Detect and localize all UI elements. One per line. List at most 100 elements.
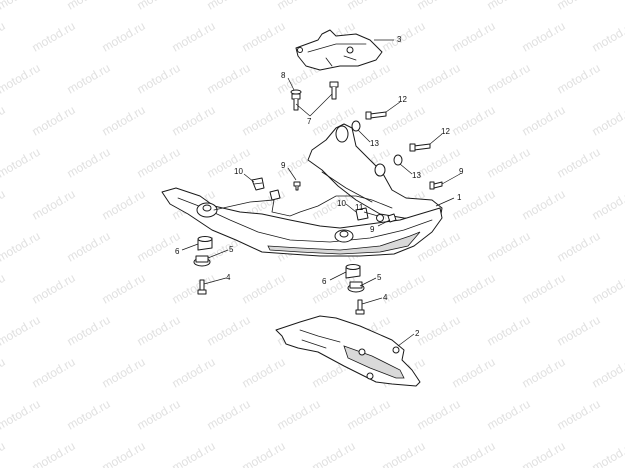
part-10-clip-center: [269, 189, 281, 201]
watermark-text: motod.ru: [485, 0, 533, 13]
callout-9-left: 9: [281, 161, 286, 170]
watermark-text: motod.ru: [100, 19, 148, 55]
watermark-text: motod.ru: [450, 271, 498, 307]
watermark-text: motod.ru: [100, 439, 148, 468]
watermark-text: motod.ru: [240, 19, 288, 55]
watermark-text: motod.ru: [0, 0, 43, 13]
part-4-bolt-right: [355, 299, 365, 315]
part-6-grommet-right: [345, 264, 361, 279]
callout-1: 1: [457, 193, 462, 202]
part-8-washer: [290, 89, 302, 95]
watermark-text: motod.ru: [415, 145, 463, 181]
watermark-text: motod.ru: [170, 103, 218, 139]
watermark-text: motod.ru: [520, 439, 568, 468]
part-4-bolt-left: [197, 279, 207, 295]
callout-2: 2: [415, 329, 420, 338]
watermark-text: motod.ru: [0, 103, 8, 139]
watermark-text: motod.ru: [310, 439, 358, 468]
part-5-collar-left: [193, 255, 211, 267]
watermark-text: motod.ru: [415, 0, 463, 13]
watermark-text: motod.ru: [415, 397, 463, 433]
watermark-text: motod.ru: [30, 439, 78, 468]
watermark-text: motod.ru: [65, 229, 113, 265]
watermark-text: motod.ru: [0, 145, 43, 181]
part-1-belly-pan: [161, 123, 443, 257]
watermark-text: motod.ru: [100, 103, 148, 139]
watermark-text: motod.ru: [0, 355, 8, 391]
callout-7: 7: [307, 117, 312, 126]
callout-8: 8: [281, 71, 286, 80]
watermark-text: motod.ru: [590, 271, 625, 307]
watermark-text: motod.ru: [590, 103, 625, 139]
watermark-text: motod.ru: [520, 355, 568, 391]
watermark-text: motod.ru: [205, 0, 253, 13]
watermark-text: motod.ru: [555, 61, 603, 97]
watermark-text: motod.ru: [590, 19, 625, 55]
watermark-text: motod.ru: [485, 145, 533, 181]
callout-6-left: 6: [175, 247, 180, 256]
callout-10-rear: 10: [337, 199, 346, 208]
watermark-text: motod.ru: [30, 19, 78, 55]
watermark-text: motod.ru: [205, 61, 253, 97]
watermark-text: motod.ru: [100, 271, 148, 307]
watermark-text: motod.ru: [0, 61, 43, 97]
watermark-text: motod.ru: [100, 187, 148, 223]
watermark-text: motod.ru: [345, 397, 393, 433]
watermark-text: motod.ru: [555, 0, 603, 13]
watermark-text: motod.ru: [170, 355, 218, 391]
watermark-text: motod.ru: [0, 229, 43, 265]
part-3-mount-bracket: [295, 29, 383, 71]
watermark-text: motod.ru: [170, 19, 218, 55]
watermark-text: motod.ru: [0, 187, 8, 223]
watermark-text: motod.ru: [450, 439, 498, 468]
watermark-text: motod.ru: [135, 397, 183, 433]
watermark-text: motod.ru: [485, 229, 533, 265]
callout-11: 11: [355, 203, 364, 212]
watermark-text: motod.ru: [520, 103, 568, 139]
watermark-text: motod.ru: [0, 271, 8, 307]
watermark-text: motod.ru: [520, 19, 568, 55]
watermark-text: motod.ru: [590, 439, 625, 468]
watermark-text: motod.ru: [205, 313, 253, 349]
callout-12-lower: 12: [441, 127, 450, 136]
watermark-text: motod.ru: [240, 439, 288, 468]
watermark-text: motod.ru: [135, 145, 183, 181]
callout-6-right: 6: [322, 277, 327, 286]
part-13-spacer-lower: [393, 154, 403, 166]
watermark-text: motod.ru: [0, 19, 8, 55]
watermark-text: motod.ru: [520, 187, 568, 223]
watermark-text: motod.ru: [485, 61, 533, 97]
watermark-text: motod.ru: [0, 313, 43, 349]
watermark-text: motod.ru: [590, 355, 625, 391]
watermark-text: motod.ru: [135, 61, 183, 97]
watermark-text: motod.ru: [135, 313, 183, 349]
watermark-text: motod.ru: [275, 397, 323, 433]
part-9-screw-rear: [387, 213, 397, 223]
watermark-text: motod.ru: [0, 439, 8, 468]
part-12-bolt-upper: [365, 111, 387, 120]
watermark-text: motod.ru: [555, 397, 603, 433]
watermark-text: motod.ru: [450, 103, 498, 139]
watermark-text: motod.ru: [65, 0, 113, 13]
watermark-text: motod.ru: [30, 355, 78, 391]
part-10-clip-rear: [355, 207, 369, 221]
part-10-clip-left: [251, 177, 265, 191]
watermark-text: motod.ru: [30, 187, 78, 223]
watermark-text: motod.ru: [30, 271, 78, 307]
callout-4-left: 4: [226, 273, 231, 282]
watermark-text: motod.ru: [485, 313, 533, 349]
part-13-spacer-upper: [351, 120, 361, 132]
part-5-collar-right: [347, 281, 365, 293]
callout-9-right: 9: [459, 167, 464, 176]
callout-5-right: 5: [377, 273, 382, 282]
watermark-text: motod.ru: [205, 397, 253, 433]
part-11-nut: [376, 214, 384, 222]
part-9-screw-right: [429, 181, 443, 190]
part-7-bolt-left: [291, 93, 301, 111]
watermark-text: motod.ru: [240, 271, 288, 307]
watermark-text: motod.ru: [380, 439, 428, 468]
part-2-skid-plate: [275, 315, 421, 387]
watermark-text: motod.ru: [30, 103, 78, 139]
